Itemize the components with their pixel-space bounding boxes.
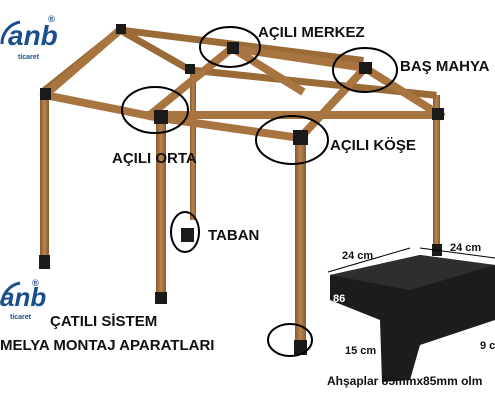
logo-top: anb ticaret ® (8, 14, 58, 61)
caption-line1: ÇATILI SİSTEM (50, 313, 158, 330)
dim-height: 86 (333, 293, 346, 305)
dim-left-top: 24 cm (342, 250, 374, 262)
logo-brand: anb (8, 20, 58, 51)
dim-right: 9 c (480, 340, 495, 352)
highlight-circles (121, 26, 398, 357)
label-base: TABAN (208, 227, 260, 244)
logo-brand-bottom: anb (0, 282, 47, 312)
back-posts (190, 70, 440, 250)
label-angled-corner: AÇILI KÖŞE (330, 137, 416, 154)
bracket-detail (327, 247, 495, 382)
label-angled-center: AÇILI MERKEZ (258, 24, 365, 41)
label-ridge: BAŞ MAHYA (400, 58, 490, 75)
logo-tagline: ticaret (18, 54, 40, 61)
dim-bottom: 15 cm (345, 345, 377, 357)
front-posts (40, 95, 306, 353)
dim-right-top: 24 cm (450, 242, 482, 254)
logo-tagline-bottom: ticaret (10, 314, 32, 321)
logo-graphics (0, 20, 21, 306)
logo-bottom: anb ticaret ® (0, 278, 47, 321)
ridge-and-rafters (39, 24, 446, 144)
registered-mark: ® (48, 14, 55, 24)
label-angled-middle: AÇILI ORTA (112, 150, 197, 167)
caption-line2: MELYA MONTAJ APARATLARI (0, 337, 215, 354)
dim-height-unit: mm (333, 307, 353, 319)
timber-size-note: Ahşaplar 85mmx85mm olm (327, 374, 483, 388)
registered-mark-bottom: ® (32, 278, 39, 288)
